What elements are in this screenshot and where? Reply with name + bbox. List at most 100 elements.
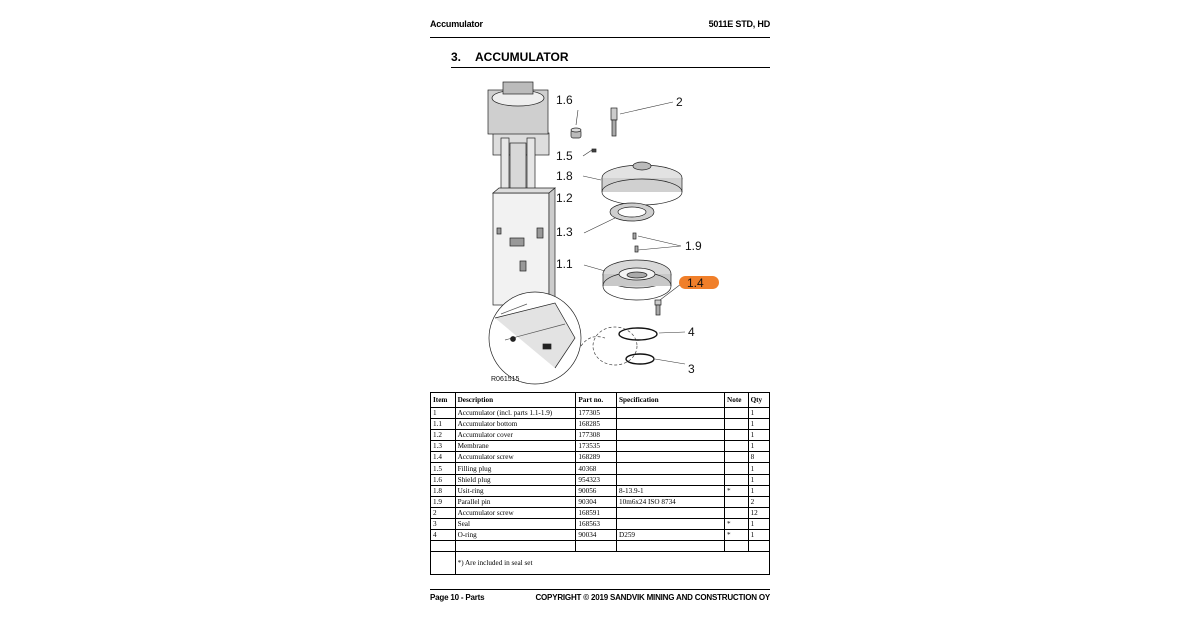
cell-item: 1.2 <box>430 429 456 442</box>
cell-part-no: 173535 <box>575 440 618 453</box>
parts-table: Item Description Part no. Specification … <box>430 392 771 576</box>
cell-qty: 1 <box>747 529 771 542</box>
cell-part-no: 168289 <box>575 451 618 464</box>
section-title: ACCUMULATOR <box>475 50 569 64</box>
cell-item: 2 <box>430 506 456 519</box>
cell-description: Accumulator screw <box>454 506 577 519</box>
callout-1-4: 1.4 <box>687 276 704 290</box>
cell-part-no: 168563 <box>575 517 618 531</box>
footer-rule <box>430 589 770 590</box>
cell-specification <box>616 406 726 420</box>
cell-qty: 1 <box>747 484 771 497</box>
cell-specification <box>616 517 726 531</box>
cell-specification <box>616 506 726 519</box>
cell-part-no: 168591 <box>575 506 618 519</box>
seal <box>625 353 655 365</box>
cell-note <box>724 418 749 431</box>
cell-qty: 1 <box>747 473 771 486</box>
callout-1-6: 1.6 <box>556 93 573 107</box>
callout-2: 2 <box>676 95 683 109</box>
cell-part-no: 168285 <box>575 418 618 431</box>
cell-part-no: 40368 <box>575 462 618 475</box>
cell-description: Accumulator (incl. parts 1.1-1.9) <box>454 406 577 420</box>
header-specification: Specification <box>616 392 726 408</box>
cell-item: 1.8 <box>430 484 456 497</box>
cell-qty: 2 <box>747 495 771 508</box>
header-note: Note <box>724 392 749 408</box>
header-item: Item <box>430 392 456 408</box>
accumulator-bottom <box>602 259 672 301</box>
section-number: 3. <box>451 50 462 64</box>
cell-part-no: 90304 <box>575 495 618 508</box>
cell-qty: 1 <box>747 418 771 431</box>
cell-item: 1.6 <box>430 473 456 486</box>
header-part-no: Part no. <box>575 392 618 408</box>
exploded-parts-diagram: 1.6 2 1.5 1.8 1.2 1.3 1.9 1.1 1.4 4 3 R0… <box>487 81 719 385</box>
cell-note <box>724 406 749 420</box>
header-left: Accumulator <box>430 19 483 29</box>
callout-4: 4 <box>688 325 695 339</box>
accumulator-cover <box>601 161 683 206</box>
title-rule <box>451 67 770 68</box>
membrane <box>609 202 655 222</box>
cell-description: Shield plug <box>454 473 577 486</box>
cell-note: * <box>724 529 749 542</box>
cell-description: Accumulator bottom <box>454 418 577 431</box>
cell-qty: 12 <box>747 506 771 519</box>
cell-specification: D259 <box>616 529 726 542</box>
table-header-row: Item Description Part no. Specification … <box>430 392 771 408</box>
figure-reference: R061515 <box>491 376 520 383</box>
callout-1-5: 1.5 <box>556 149 573 163</box>
cell-description: O-ring <box>454 529 577 542</box>
cell-item: 1.3 <box>430 440 456 453</box>
breaker-assembly-illustration <box>487 81 556 306</box>
cell-description: Accumulator screw <box>454 451 577 464</box>
callout-1-1: 1.1 <box>556 257 573 271</box>
cell-qty: 1 <box>747 462 771 475</box>
cell-specification <box>616 451 726 464</box>
shield-plug <box>570 127 582 139</box>
cell-note <box>724 495 749 508</box>
table-row: 1 Accumulator (incl. parts 1.1-1.9)177305… <box>430 406 771 420</box>
parallel-pin-a <box>632 232 637 240</box>
cell-part-no: 177308 <box>575 429 618 442</box>
cell-specification <box>616 473 726 486</box>
callout-1-9: 1.9 <box>685 239 702 253</box>
header-right: 5011E STD, HD <box>708 19 771 29</box>
cell-note <box>724 506 749 519</box>
cell-part-no: 954323 <box>575 473 618 486</box>
cell-part-no: 90056 <box>575 484 618 497</box>
cell-description: Parallel pin <box>454 495 577 508</box>
cell-description: Usit-ring <box>454 484 577 497</box>
cell-description: Membrane <box>454 440 577 453</box>
cell-qty: 1 <box>747 406 771 420</box>
cell-part-no: 177305 <box>575 406 618 420</box>
header-description: Description <box>454 392 577 408</box>
screw-item-2 <box>610 107 618 137</box>
cell-item: 4 <box>430 529 456 542</box>
table-spacer-row <box>430 540 771 553</box>
filling-plug <box>591 148 597 153</box>
accumulator-screw-1-4 <box>654 299 662 316</box>
cell-specification <box>616 462 726 475</box>
cell-item: 1.9 <box>430 495 456 508</box>
cell-qty: 1 <box>747 429 771 442</box>
cell-qty: 1 <box>747 440 771 453</box>
cell-note <box>724 473 749 486</box>
cell-note: * <box>724 484 749 497</box>
cell-specification <box>616 429 726 442</box>
callout-highlight <box>679 276 719 289</box>
cell-item: 1.4 <box>430 451 456 464</box>
cell-specification: 10m6x24 ISO 8734 <box>616 495 726 508</box>
cell-note <box>724 462 749 475</box>
